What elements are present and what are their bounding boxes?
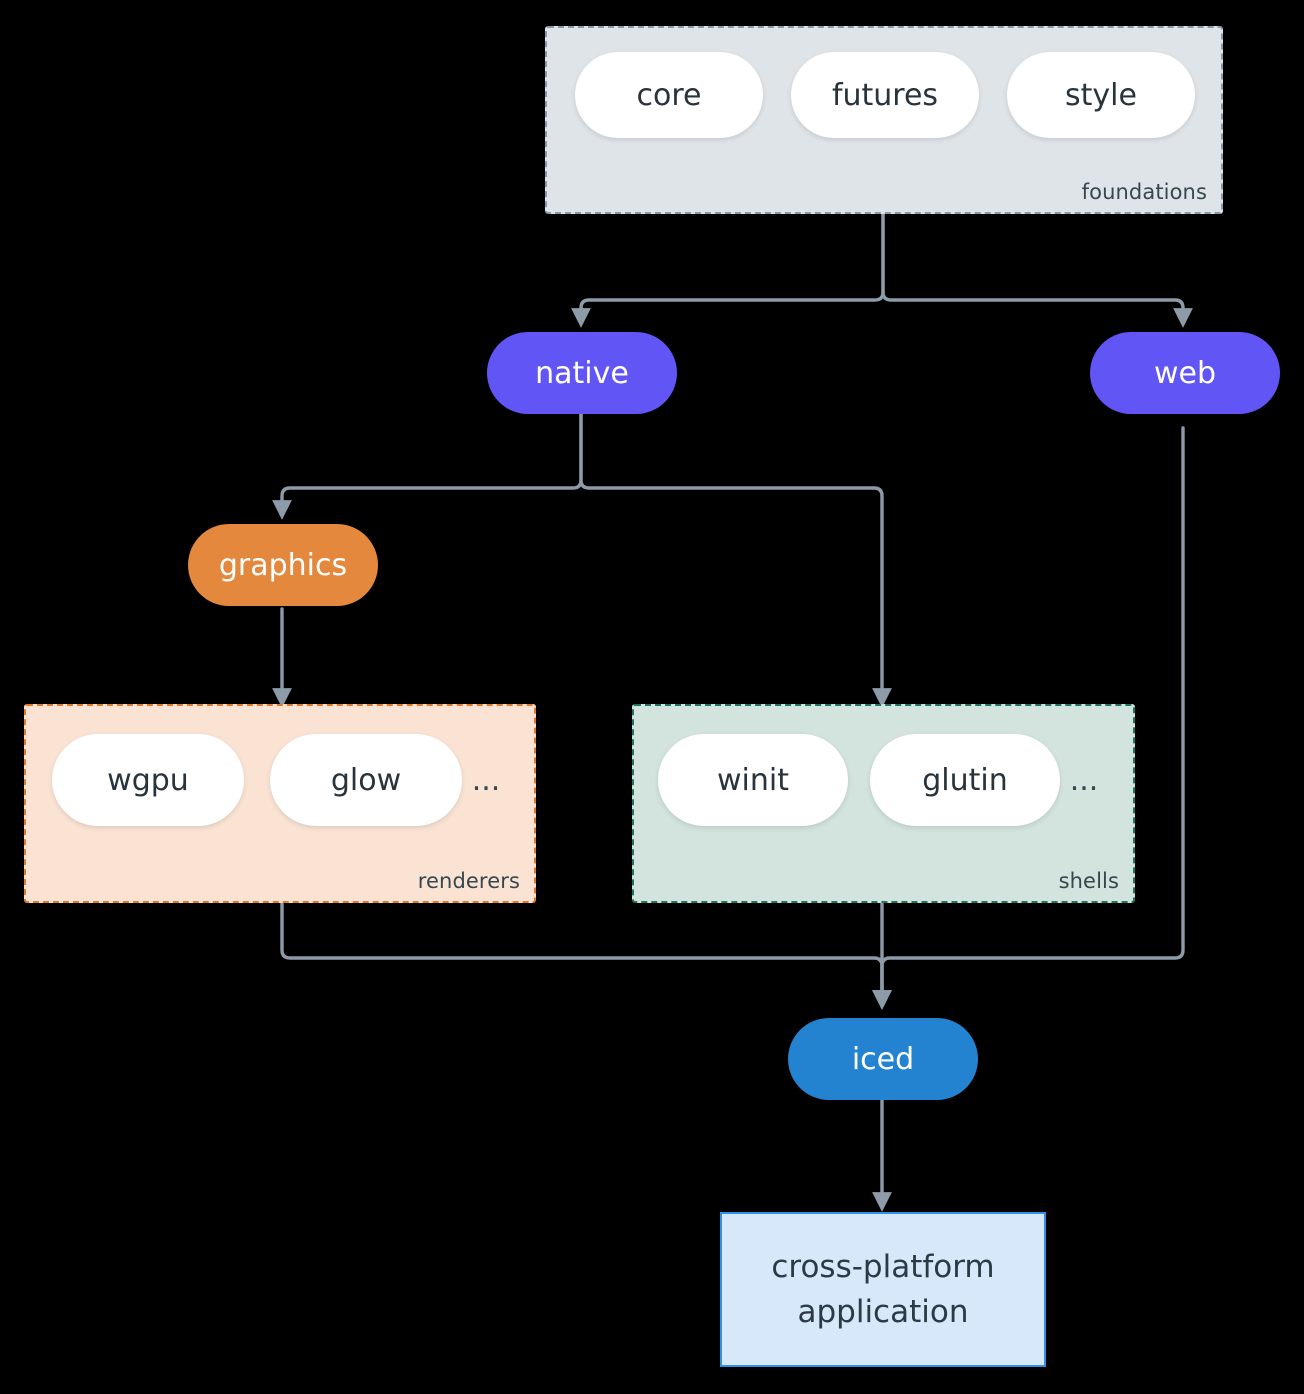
- leaf-winit[interactable]: winit: [658, 734, 848, 826]
- leaf-label: glow: [330, 762, 402, 798]
- node-graphics[interactable]: graphics: [188, 524, 378, 606]
- group-shells: winit glutin ... shells: [632, 704, 1135, 903]
- leaf-label: wgpu: [107, 762, 189, 798]
- node-label: native: [535, 355, 629, 391]
- node-label: web: [1153, 355, 1217, 391]
- group-label-shells: shells: [1058, 869, 1119, 893]
- group-label-foundations: foundations: [1081, 180, 1207, 204]
- leaf-label: style: [1065, 77, 1137, 113]
- edge-native-graphics: [272, 410, 583, 520]
- leaf-glow[interactable]: glow: [270, 734, 462, 826]
- node-native[interactable]: native: [487, 332, 677, 414]
- shells-ellipsis: ...: [1069, 762, 1099, 798]
- leaf-label: winit: [717, 762, 789, 798]
- node-iced[interactable]: iced: [788, 1018, 978, 1100]
- group-label-renderers: renderers: [417, 869, 520, 893]
- leaf-wgpu[interactable]: wgpu: [52, 734, 244, 826]
- application-label-block: cross-platform application: [771, 1245, 994, 1333]
- leaf-label: glutin: [922, 762, 1008, 798]
- leaf-label: futures: [831, 77, 939, 113]
- renderers-ellipsis: ...: [471, 762, 501, 798]
- group-renderers: wgpu glow ... renderers: [24, 704, 536, 903]
- edge-foundations-native: [571, 212, 885, 328]
- node-web[interactable]: web: [1090, 332, 1280, 414]
- shells-items: winit glutin ...: [658, 734, 1108, 826]
- leaf-core[interactable]: core: [575, 52, 763, 138]
- leaf-futures[interactable]: futures: [791, 52, 979, 138]
- node-label: graphics: [218, 547, 348, 583]
- leaf-style[interactable]: style: [1007, 52, 1195, 138]
- leaf-label: core: [636, 77, 702, 113]
- renderers-items: wgpu glow ...: [52, 734, 510, 826]
- edge-native-shells: [579, 410, 892, 708]
- group-foundations: core futures style foundations: [545, 26, 1223, 214]
- edge-foundations-web: [881, 212, 1193, 328]
- application-label-line1: cross-platform: [771, 1249, 995, 1286]
- application-label-line2: application: [797, 1293, 969, 1330]
- node-label: iced: [851, 1041, 915, 1077]
- node-cross-platform-application[interactable]: cross-platform application: [720, 1212, 1046, 1367]
- leaf-glutin[interactable]: glutin: [870, 734, 1060, 826]
- foundations-items: core futures style: [575, 52, 1195, 138]
- edge-renderers-iced: [280, 901, 892, 1010]
